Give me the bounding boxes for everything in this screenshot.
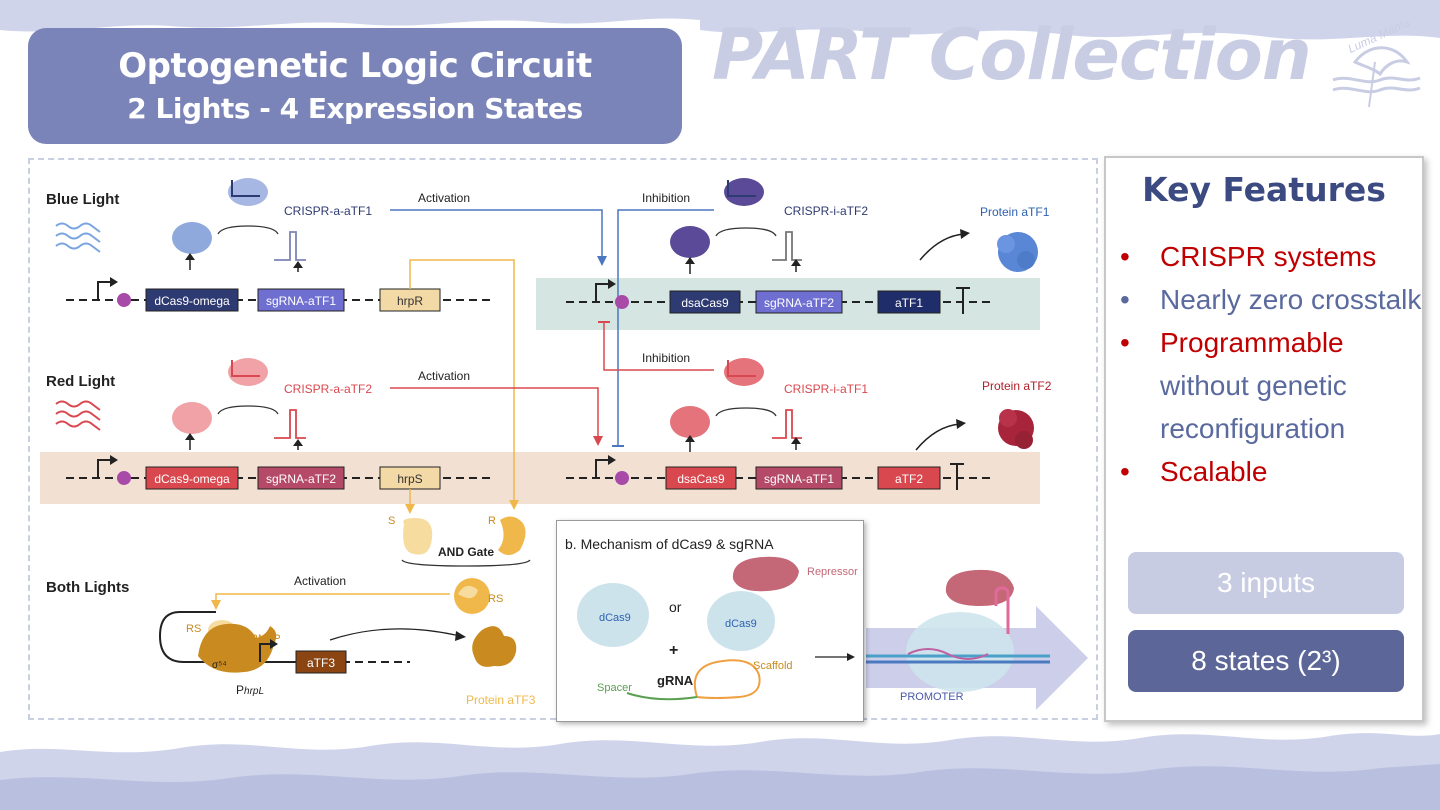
rnap-complex bbox=[198, 623, 277, 673]
svg-text:sgRNA-aTF2: sgRNA-aTF2 bbox=[764, 296, 834, 310]
dcas9-on-dna bbox=[906, 612, 1014, 692]
both-lights-label: Both Lights bbox=[46, 579, 129, 596]
gene-dsacas9-blue bbox=[669, 290, 741, 314]
red-light-label: Red Light bbox=[46, 373, 115, 390]
brand-logo: Luma Manta bbox=[1332, 22, 1421, 108]
grna-scaffold-line bbox=[693, 659, 761, 699]
svg-text:sgRNA-aTF1: sgRNA-aTF1 bbox=[266, 294, 336, 308]
svg-text:dCas9: dCas9 bbox=[599, 612, 631, 624]
r-label: R bbox=[488, 515, 496, 527]
page-subtitle: 2 Lights - 4 Expression States bbox=[127, 92, 583, 125]
svg-text:aTF2: aTF2 bbox=[895, 472, 923, 486]
crispr-i-atf2-label: CRISPR-i-aTF2 bbox=[784, 204, 868, 218]
crispr-a-atf2-label: CRISPR-a-aTF2 bbox=[284, 382, 372, 396]
feature-item: •Programmable bbox=[1120, 327, 1344, 358]
crispr-i-atf2-protein bbox=[724, 178, 764, 206]
title-box: Optogenetic Logic Circuit 2 Lights - 4 E… bbox=[28, 28, 682, 144]
svg-text:dCas9: dCas9 bbox=[725, 618, 757, 630]
spacer-label: Spacer bbox=[597, 682, 632, 694]
svg-text:dsaCas9: dsaCas9 bbox=[677, 472, 725, 486]
gene-atf3 bbox=[295, 650, 347, 674]
or-label: or bbox=[669, 599, 682, 615]
scaffold-label: Scaffold bbox=[753, 660, 793, 672]
gene-dcas9-omega-blue bbox=[145, 288, 239, 312]
activation-label-red: Activation bbox=[418, 369, 470, 383]
feature-item: •Scalable bbox=[1120, 456, 1268, 487]
svg-text:hrpS: hrpS bbox=[397, 472, 422, 486]
key-features-list: •CRISPR systems •Nearly zero crosstalk •… bbox=[1106, 235, 1422, 493]
feature-item-continuation: without genetic reconfiguration bbox=[1160, 370, 1347, 444]
inhibition-label-2: Inhibition bbox=[642, 351, 690, 365]
svg-text:sgRNA-aTF2: sgRNA-aTF2 bbox=[266, 472, 336, 486]
blue-light-icon bbox=[55, 222, 101, 253]
protein-atf2-label: Protein aTF2 bbox=[982, 379, 1052, 393]
protein-atf3-label: Protein aTF3 bbox=[466, 693, 536, 707]
dcas9-protein-red bbox=[172, 402, 212, 434]
gene-sgrna-atf1 bbox=[257, 288, 345, 312]
gene-sgrna-atf2-red bbox=[257, 466, 345, 490]
dsacas9-protein-blue bbox=[670, 226, 710, 258]
key-features-title: Key Features bbox=[1142, 170, 1386, 209]
gene-dcas9-omega-red bbox=[145, 466, 239, 490]
page-title: Optogenetic Logic Circuit bbox=[118, 46, 592, 86]
svg-text:dCas9-omega: dCas9-omega bbox=[154, 472, 230, 486]
inhibition-label-1: Inhibition bbox=[642, 191, 690, 205]
promoter-dot-4 bbox=[615, 471, 629, 485]
mechanism-inset: b. Mechanism of dCas9 & sgRNA dCas9 or d… bbox=[556, 520, 864, 722]
phrpl-label: PhrpL bbox=[236, 683, 264, 697]
protein-atf1-label: Protein aTF1 bbox=[980, 205, 1050, 219]
states-badge: 8 states (2³) bbox=[1128, 630, 1404, 692]
repressor-protein bbox=[732, 556, 799, 592]
activation-label-both: Activation bbox=[294, 574, 346, 588]
gene-dsacas9-red bbox=[665, 466, 737, 490]
promoter-dot-2 bbox=[615, 295, 629, 309]
svg-text:dCas9-omega: dCas9-omega bbox=[154, 294, 230, 308]
crispr-i-atf1-label: CRISPR-i-aTF1 bbox=[784, 382, 868, 396]
crispr-i-atf1-protein bbox=[724, 358, 764, 386]
circuit-svg: Blue Light CRISPR-a-aTF1 Activation dCas… bbox=[40, 178, 1088, 710]
blue-light-label: Blue Light bbox=[46, 191, 119, 208]
grna-label: gRNA bbox=[657, 673, 694, 688]
gene-sgrna-atf1-red bbox=[755, 466, 843, 490]
crispr-a-atf1-label: CRISPR-a-aTF1 bbox=[284, 204, 372, 218]
s-label: S bbox=[388, 515, 395, 527]
promoter-dot-1 bbox=[117, 293, 131, 307]
brand-name: Luma Manta bbox=[1346, 22, 1413, 56]
activation-label-blue: Activation bbox=[418, 191, 470, 205]
red-light-icon bbox=[55, 400, 101, 431]
dcas9-right bbox=[707, 591, 775, 651]
key-features-panel: Key Features •CRISPR systems •Nearly zer… bbox=[1104, 156, 1424, 722]
svg-text:aTF3: aTF3 bbox=[307, 656, 335, 670]
gene-sgrna-atf2 bbox=[755, 290, 843, 314]
repressor-label: Repressor bbox=[807, 566, 858, 578]
promoter-dot-3 bbox=[117, 471, 131, 485]
crispr-a-atf1-protein bbox=[228, 178, 268, 206]
gene-atf2 bbox=[877, 466, 941, 490]
dsacas9-protein-red bbox=[670, 406, 710, 438]
svg-text:dsaCas9: dsaCas9 bbox=[681, 296, 729, 310]
crispr-a-atf2-protein bbox=[228, 358, 268, 386]
hrps-protein bbox=[403, 518, 433, 555]
feature-item: •CRISPR systems bbox=[1120, 241, 1377, 272]
inputs-badge: 3 inputs bbox=[1128, 552, 1404, 614]
collection-title: PART Collection bbox=[712, 14, 1312, 96]
hrpr-protein bbox=[498, 516, 526, 555]
svg-text:aTF1: aTF1 bbox=[895, 296, 923, 310]
svg-text:sgRNA-aTF1: sgRNA-aTF1 bbox=[764, 472, 834, 486]
protein-atf3-shape bbox=[472, 626, 517, 667]
gene-atf1 bbox=[877, 290, 941, 314]
dcas9-left bbox=[577, 583, 649, 647]
rs-label-left: RS bbox=[186, 623, 201, 635]
rs-label-right: RS bbox=[488, 593, 503, 605]
spacer-line bbox=[626, 692, 698, 701]
plus-sign: + bbox=[669, 642, 678, 659]
promoter-label: PROMOTER bbox=[900, 691, 964, 703]
and-gate-label: AND Gate bbox=[438, 545, 494, 559]
inset-title: b. Mechanism of dCas9 & sgRNA bbox=[565, 536, 774, 552]
sigma-label: σ⁵⁴ bbox=[212, 660, 227, 671]
dcas9-protein-blue bbox=[172, 222, 212, 254]
svg-text:hrpR: hrpR bbox=[397, 294, 423, 308]
feature-item: •Nearly zero crosstalk bbox=[1120, 284, 1422, 315]
